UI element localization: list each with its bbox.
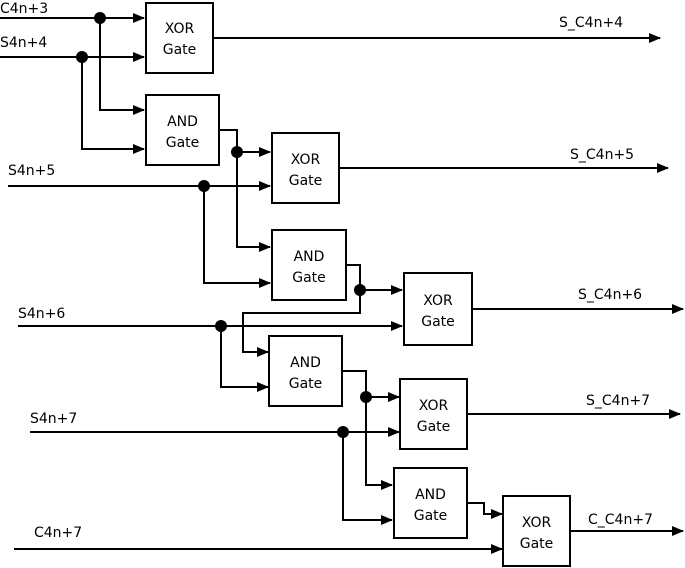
junction-dot xyxy=(76,51,88,63)
output-label-s-c4n6: S_C4n+6 xyxy=(578,287,642,303)
gate-word-label: Gate xyxy=(163,42,197,58)
wire-s4n4-and1 xyxy=(81,57,145,154)
wire-s4n7-and4 xyxy=(342,432,393,525)
output-label-c-c4n7: C_C4n+7 xyxy=(588,512,653,528)
gate-word-label: Gate xyxy=(289,173,323,189)
junction-dot xyxy=(94,12,106,24)
xor-gate-5: XOR Gate xyxy=(502,495,571,567)
input-label-c4n7: C4n+7 xyxy=(34,525,82,541)
output-label-s-c4n7: S_C4n+7 xyxy=(586,393,650,409)
gate-type-label: AND xyxy=(415,487,446,503)
xor-gate-3: XOR Gate xyxy=(403,272,473,346)
junction-dot xyxy=(231,146,243,158)
gate-word-label: Gate xyxy=(421,314,455,330)
gate-type-label: XOR xyxy=(165,21,195,37)
gate-type-label: AND xyxy=(290,355,321,371)
gate-type-label: AND xyxy=(294,249,325,265)
xor-gate-2: XOR Gate xyxy=(271,132,340,204)
junction-dot xyxy=(354,284,366,296)
junction-dot xyxy=(337,426,349,438)
wire-and3-and4 xyxy=(365,397,393,490)
output-label-s-c4n4: S_C4n+4 xyxy=(559,15,623,31)
input-label-s4n6: S4n+6 xyxy=(18,306,65,322)
gate-word-label: Gate xyxy=(417,419,451,435)
junction-dot xyxy=(215,320,227,332)
xor-gate-4: XOR Gate xyxy=(399,378,468,450)
and-gate-2: AND Gate xyxy=(271,229,347,301)
and-gate-3: AND Gate xyxy=(268,335,343,407)
wire-c4n3-and1 xyxy=(99,18,145,115)
gate-type-label: XOR xyxy=(291,152,321,168)
gate-type-label: XOR xyxy=(423,293,453,309)
xor-gate-1: XOR Gate xyxy=(145,2,214,74)
gate-word-label: Gate xyxy=(289,376,323,392)
input-label-c4n3: C4n+3 xyxy=(0,1,48,17)
input-label-s4n5: S4n+5 xyxy=(8,163,55,179)
wire-and4-xor5 xyxy=(467,502,503,519)
input-label-s4n4: S4n+4 xyxy=(0,35,47,51)
wire-and1-and2 xyxy=(236,152,271,252)
wire-and1-xor2 xyxy=(219,129,271,157)
and-gate-1: AND Gate xyxy=(145,94,220,166)
and-gate-4: AND Gate xyxy=(393,467,468,539)
gate-word-label: Gate xyxy=(166,135,200,151)
wire-and2-xor3 xyxy=(346,264,403,295)
gate-word-label: Gate xyxy=(292,270,326,286)
gate-type-label: XOR xyxy=(419,398,449,414)
wire-and3-xor4 xyxy=(342,370,400,402)
junction-dot xyxy=(198,180,210,192)
wire-and2-and3 xyxy=(242,290,361,357)
junction-dot xyxy=(360,391,372,403)
gate-word-label: Gate xyxy=(520,536,554,552)
gate-type-label: XOR xyxy=(522,515,552,531)
output-label-s-c4n5: S_C4n+5 xyxy=(570,147,634,163)
gate-type-label: AND xyxy=(167,114,198,130)
gate-word-label: Gate xyxy=(414,508,448,524)
input-label-s4n7: S4n+7 xyxy=(30,411,77,427)
wire-s4n5-and2 xyxy=(203,186,271,288)
wire-s4n6-and3 xyxy=(220,326,269,392)
